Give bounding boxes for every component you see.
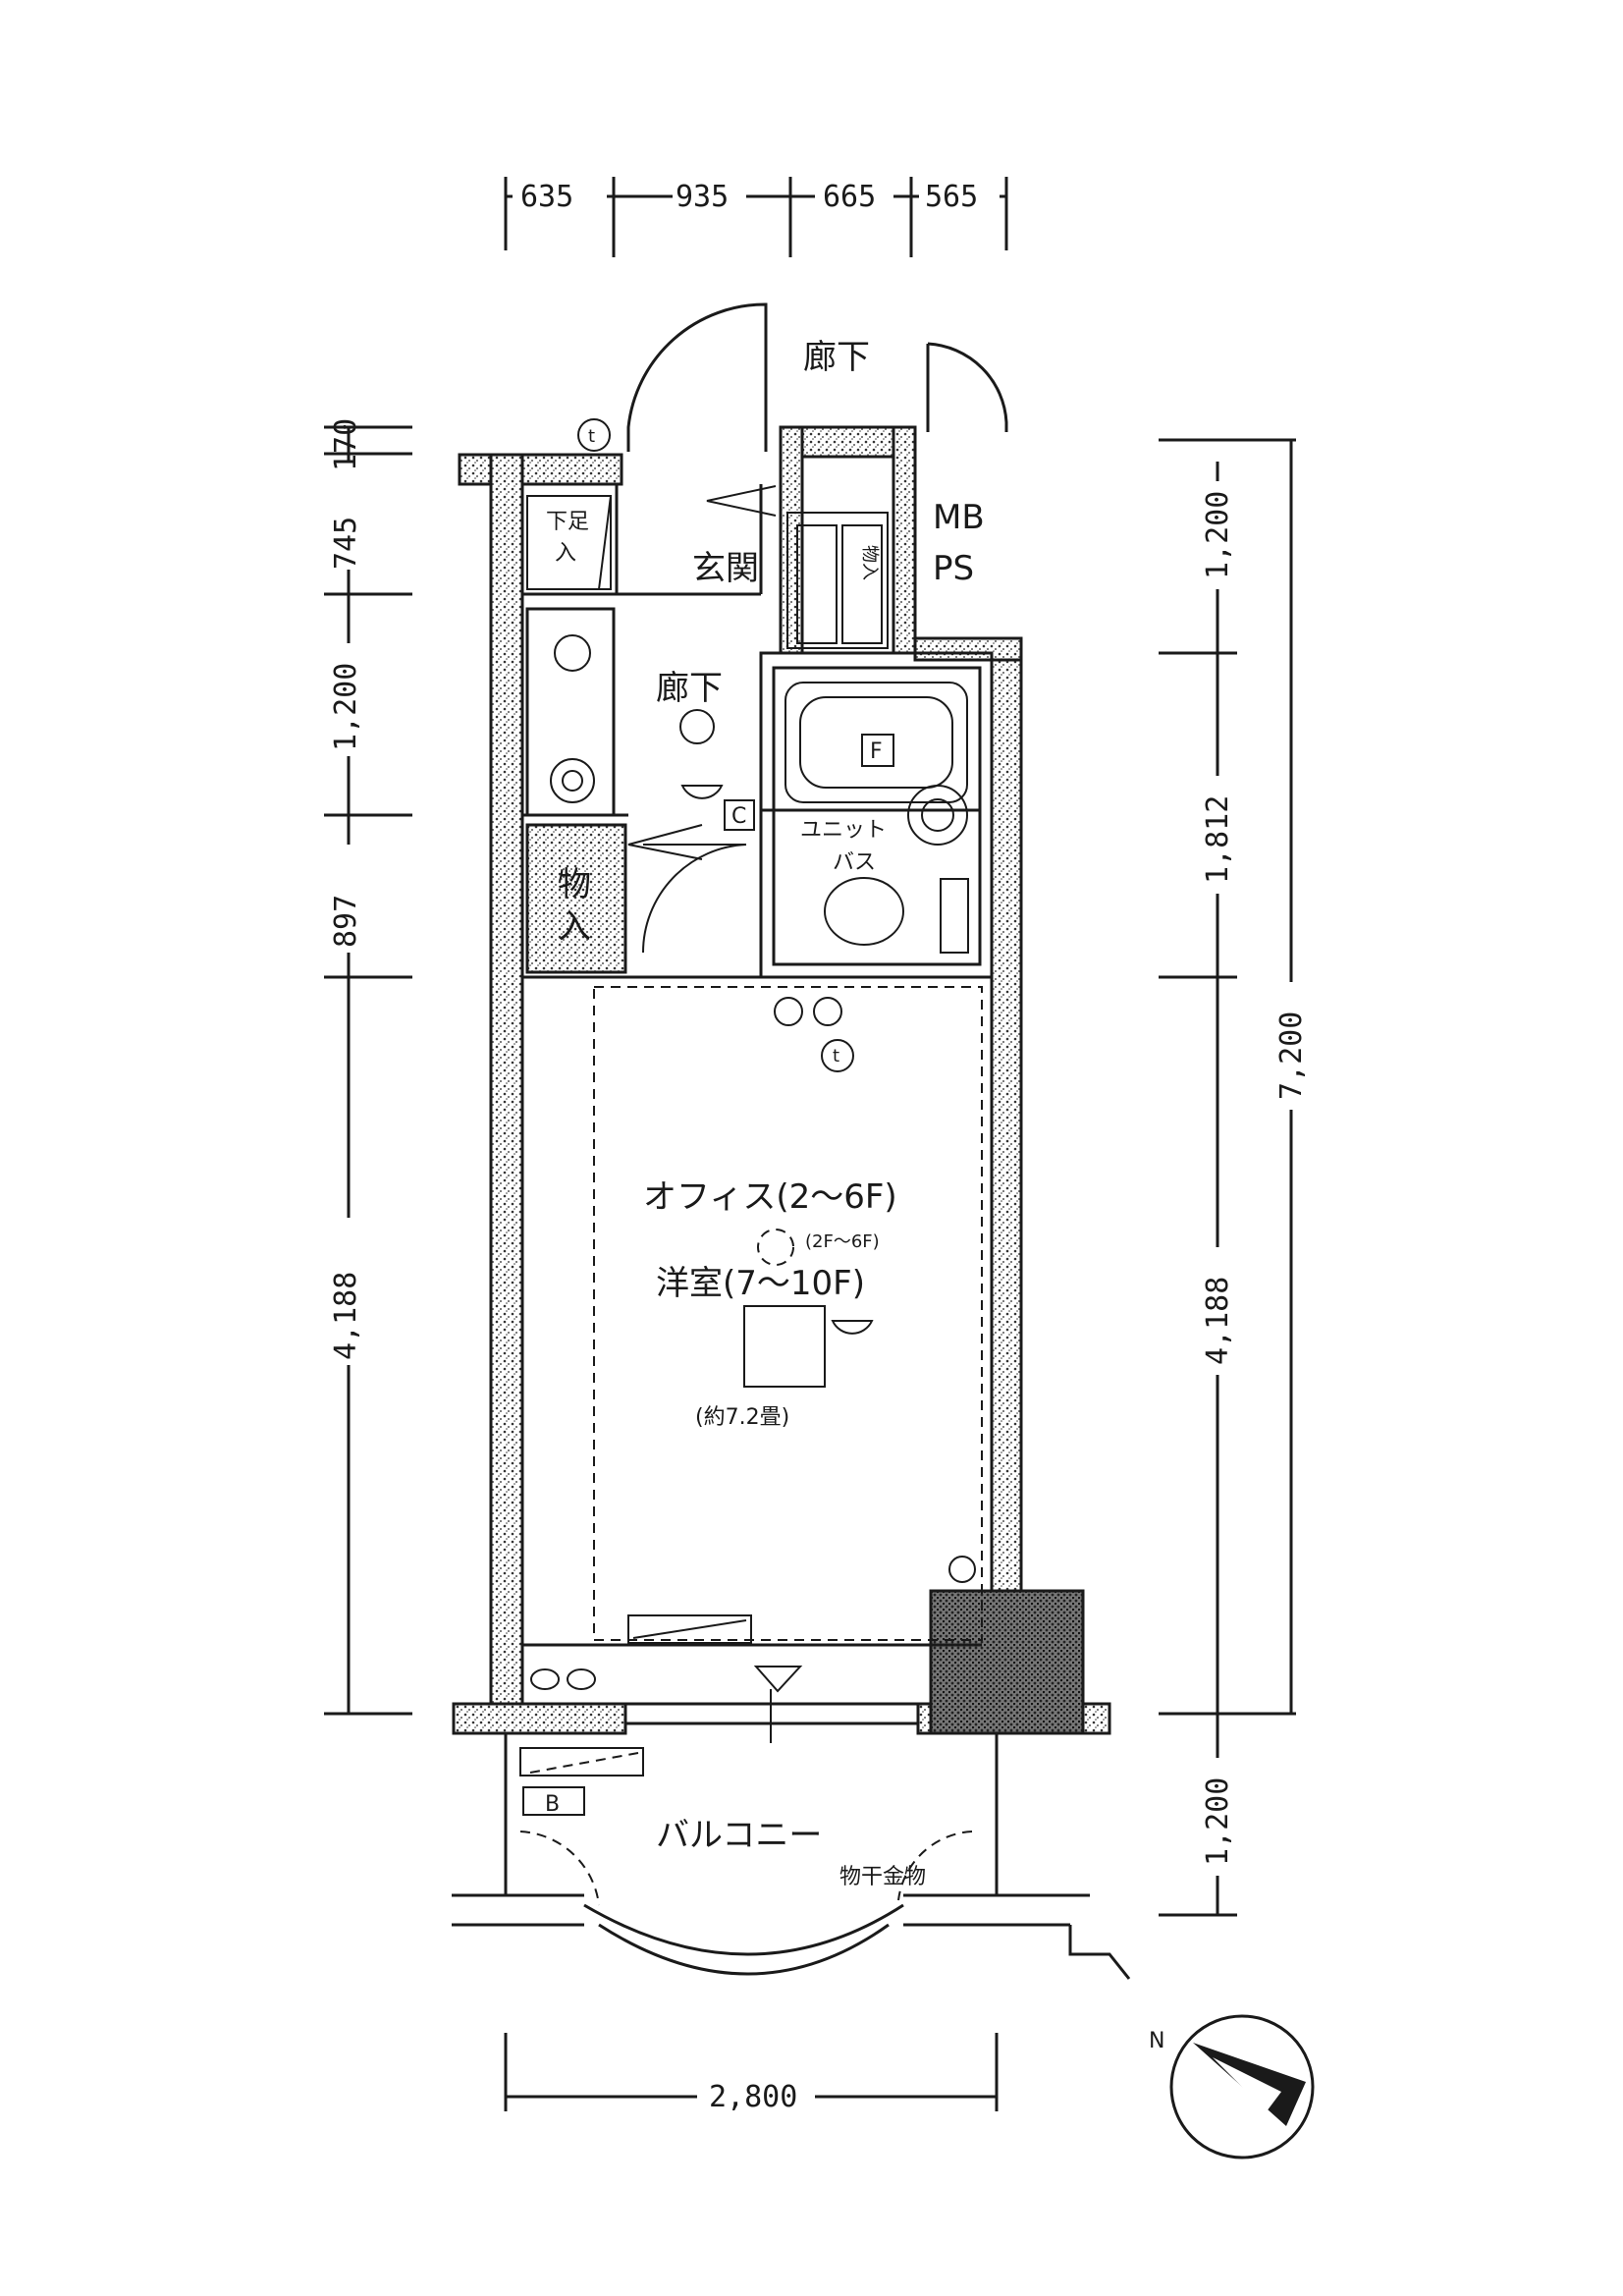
phone-outlet-label: t — [588, 426, 595, 447]
label-entrance: 玄関 — [692, 549, 759, 588]
right-dim-4: 1,200 — [1201, 1777, 1235, 1866]
label-corridor-outside: 廊下 — [803, 338, 870, 377]
label-corridor-inside: 廊下 — [656, 669, 723, 708]
right-dim-1: 1,200 — [1201, 491, 1235, 579]
main-room-area — [593, 986, 983, 1641]
wall-lamp-icon — [831, 1320, 874, 1335]
label-mb: MB — [933, 498, 985, 537]
bottom-dimension-line: 2,800 — [504, 2033, 999, 2114]
outlet-label: t — [833, 1046, 839, 1066]
label-shoe-2: 入 — [555, 541, 576, 566]
switch-panel-icon — [530, 1668, 560, 1690]
aircon-icon — [743, 1305, 826, 1388]
left-dim-3: 1,200 — [329, 663, 363, 751]
left-dim-1: 170 — [329, 418, 363, 471]
wall-light-icon — [680, 785, 724, 799]
top-dim-2: 935 — [676, 180, 729, 214]
top-dim-1: 635 — [520, 180, 573, 214]
bath-fan-icon — [861, 734, 894, 767]
stove-icon — [554, 634, 591, 672]
partitions — [522, 484, 994, 979]
sink-icon — [550, 758, 595, 803]
top-dimension-line: 635 935 665 565 — [504, 177, 1008, 257]
label-locker: 物入 — [859, 545, 880, 580]
doors — [625, 302, 1008, 1743]
top-dim-4: 565 — [925, 180, 978, 214]
left-dimension-line: 170 745 1,200 897 4,188 — [324, 418, 412, 1716]
intercom-icon — [813, 997, 842, 1026]
closet-marker-label: C — [731, 804, 746, 829]
top-dim-3: 665 — [823, 180, 876, 214]
balcony — [452, 1733, 1131, 1980]
label-ps: PS — [933, 549, 974, 588]
tv-outlet-icon — [948, 1556, 976, 1583]
label-main-size: (約7.2畳) — [695, 1405, 789, 1430]
label-unit-bath-2: バス — [833, 850, 876, 875]
label-balcony: バルコニー — [656, 1816, 822, 1855]
pendant-light-icon — [757, 1229, 794, 1266]
breaker-label: B — [545, 1792, 560, 1817]
outlet-icon — [821, 1039, 854, 1072]
compass-north-label: N — [1149, 2029, 1164, 2053]
label-main-floor-range: (2F〜6F) — [805, 1231, 880, 1252]
switch-icon — [774, 997, 803, 1026]
label-storage-2: 入 — [558, 907, 591, 947]
left-dim-5: 4,188 — [329, 1272, 363, 1360]
label-storage-1: 物 — [558, 865, 591, 904]
window-marker-icon — [753, 1666, 803, 1693]
ceiling-light-icon — [679, 709, 715, 744]
label-laundry-pole: 物干金物 — [839, 1865, 926, 1889]
right-dim-3: 4,188 — [1201, 1277, 1235, 1365]
bath-fan-label: F — [870, 739, 883, 764]
phone-outlet-icon — [577, 418, 611, 452]
right-dim-total: 7,200 — [1274, 1011, 1309, 1100]
label-main-office: オフィス(2〜6F) — [643, 1177, 897, 1217]
compass: N — [1149, 2014, 1315, 2159]
label-main-western: 洋室(7〜10F) — [656, 1264, 865, 1303]
right-dim-2: 1,812 — [1201, 795, 1235, 884]
closet-marker-icon — [724, 799, 755, 831]
right-dimension-line: 1,200 1,812 4,188 1,200 7,200 — [1159, 438, 1310, 1917]
label-unit-bath-1: ユニット — [800, 818, 887, 843]
label-shoe-1: 下足 — [546, 510, 589, 534]
left-dim-4: 897 — [329, 895, 363, 948]
walls — [452, 425, 1111, 1735]
left-dim-2: 745 — [329, 517, 363, 570]
compass-circle-icon — [1169, 2014, 1315, 2159]
bottom-dim: 2,800 — [709, 2080, 797, 2114]
symbols: t C F t B — [530, 418, 976, 1817]
